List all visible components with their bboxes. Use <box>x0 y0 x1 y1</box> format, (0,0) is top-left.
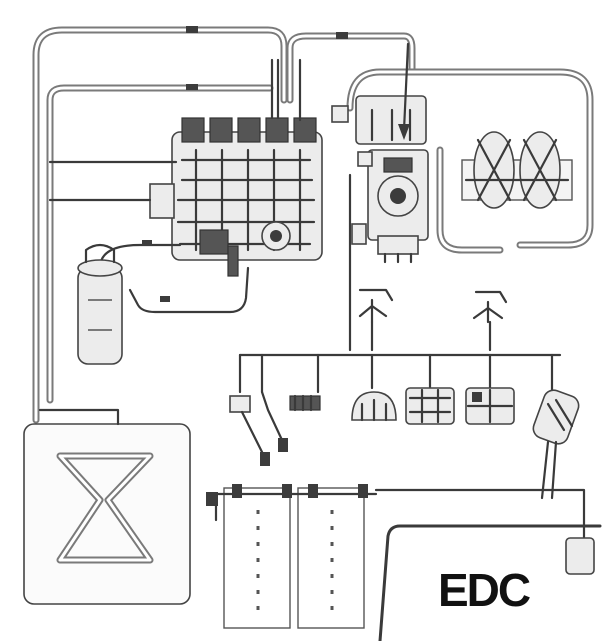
fuel-tank <box>23 408 191 605</box>
temp-sensor-1 <box>358 288 394 324</box>
line-marker-1 <box>186 26 198 33</box>
relay-block-1 <box>405 387 455 425</box>
line-marker-3 <box>186 84 198 90</box>
return-line-top <box>32 26 416 424</box>
relay-block-2 <box>465 387 515 425</box>
sensor-harness <box>238 173 562 394</box>
diagnostic-plug <box>532 389 580 500</box>
temp-sensor-2 <box>472 290 508 324</box>
coolant-loop-right <box>346 68 594 254</box>
turbocharger <box>461 131 573 209</box>
injection-pump <box>149 117 323 277</box>
line-marker-2 <box>336 32 348 39</box>
fuel-filter <box>77 243 123 365</box>
boost-unit <box>331 42 429 264</box>
rpm-sensor <box>351 391 397 422</box>
pedal-sensor <box>229 395 270 466</box>
injector-lines <box>270 58 302 122</box>
inner-loop-line <box>46 84 274 404</box>
ecu-unit <box>378 524 602 641</box>
battery-pack <box>206 484 586 629</box>
speed-sensor <box>260 390 288 452</box>
connector-block <box>289 394 321 412</box>
ecu-label: EDC <box>438 564 531 616</box>
